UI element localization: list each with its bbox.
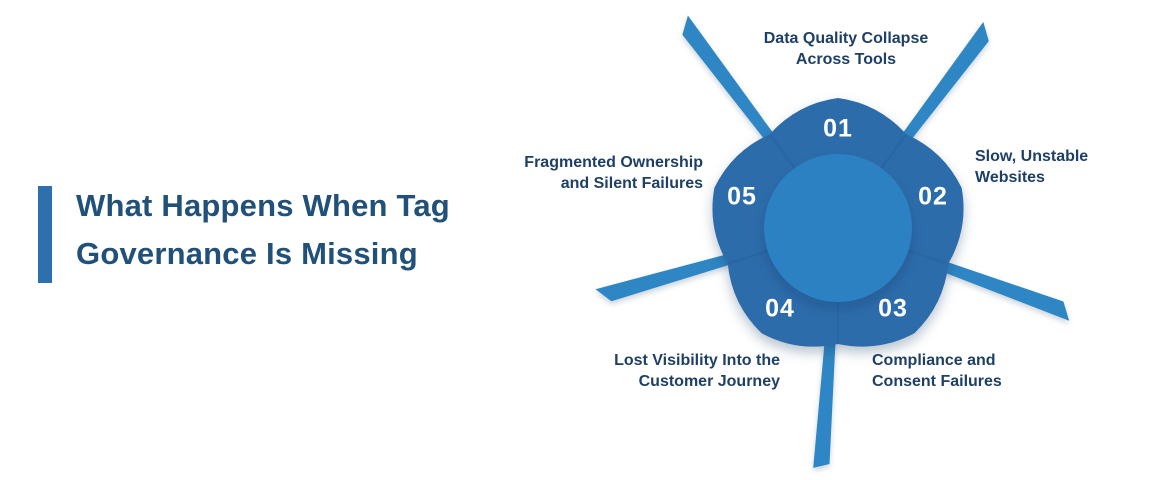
diagram-label-01: Data Quality Collapse Across Tools <box>763 30 929 68</box>
diagram-label-03: Compliance and Consent Failures <box>872 352 1002 390</box>
petal-number-02: 02 <box>918 182 948 211</box>
petal-number-05: 05 <box>727 182 757 211</box>
inner-circle <box>764 154 912 302</box>
ray-top-left <box>682 15 785 156</box>
petal-separators <box>728 134 948 343</box>
accent-bar <box>38 186 52 283</box>
ray-top-right <box>891 21 989 156</box>
rays <box>595 15 1070 468</box>
diagram-label-02: Slow, Unstable Websites <box>975 148 1089 186</box>
ray-right <box>925 255 1070 321</box>
diagram-label-05: Fragmented Ownership and Silent Failures <box>524 154 703 192</box>
diagram-label-04: Lost Visibility Into the Customer Journe… <box>614 352 780 390</box>
ray-left <box>595 249 749 302</box>
petal-number-03: 03 <box>878 294 908 323</box>
ray-bottom <box>813 322 837 468</box>
petal-number-04: 04 <box>765 294 795 323</box>
petal-flower <box>712 98 964 347</box>
page-title: What Happens When Tag Governance Is Miss… <box>76 188 450 271</box>
petal-number-01: 01 <box>823 114 853 143</box>
